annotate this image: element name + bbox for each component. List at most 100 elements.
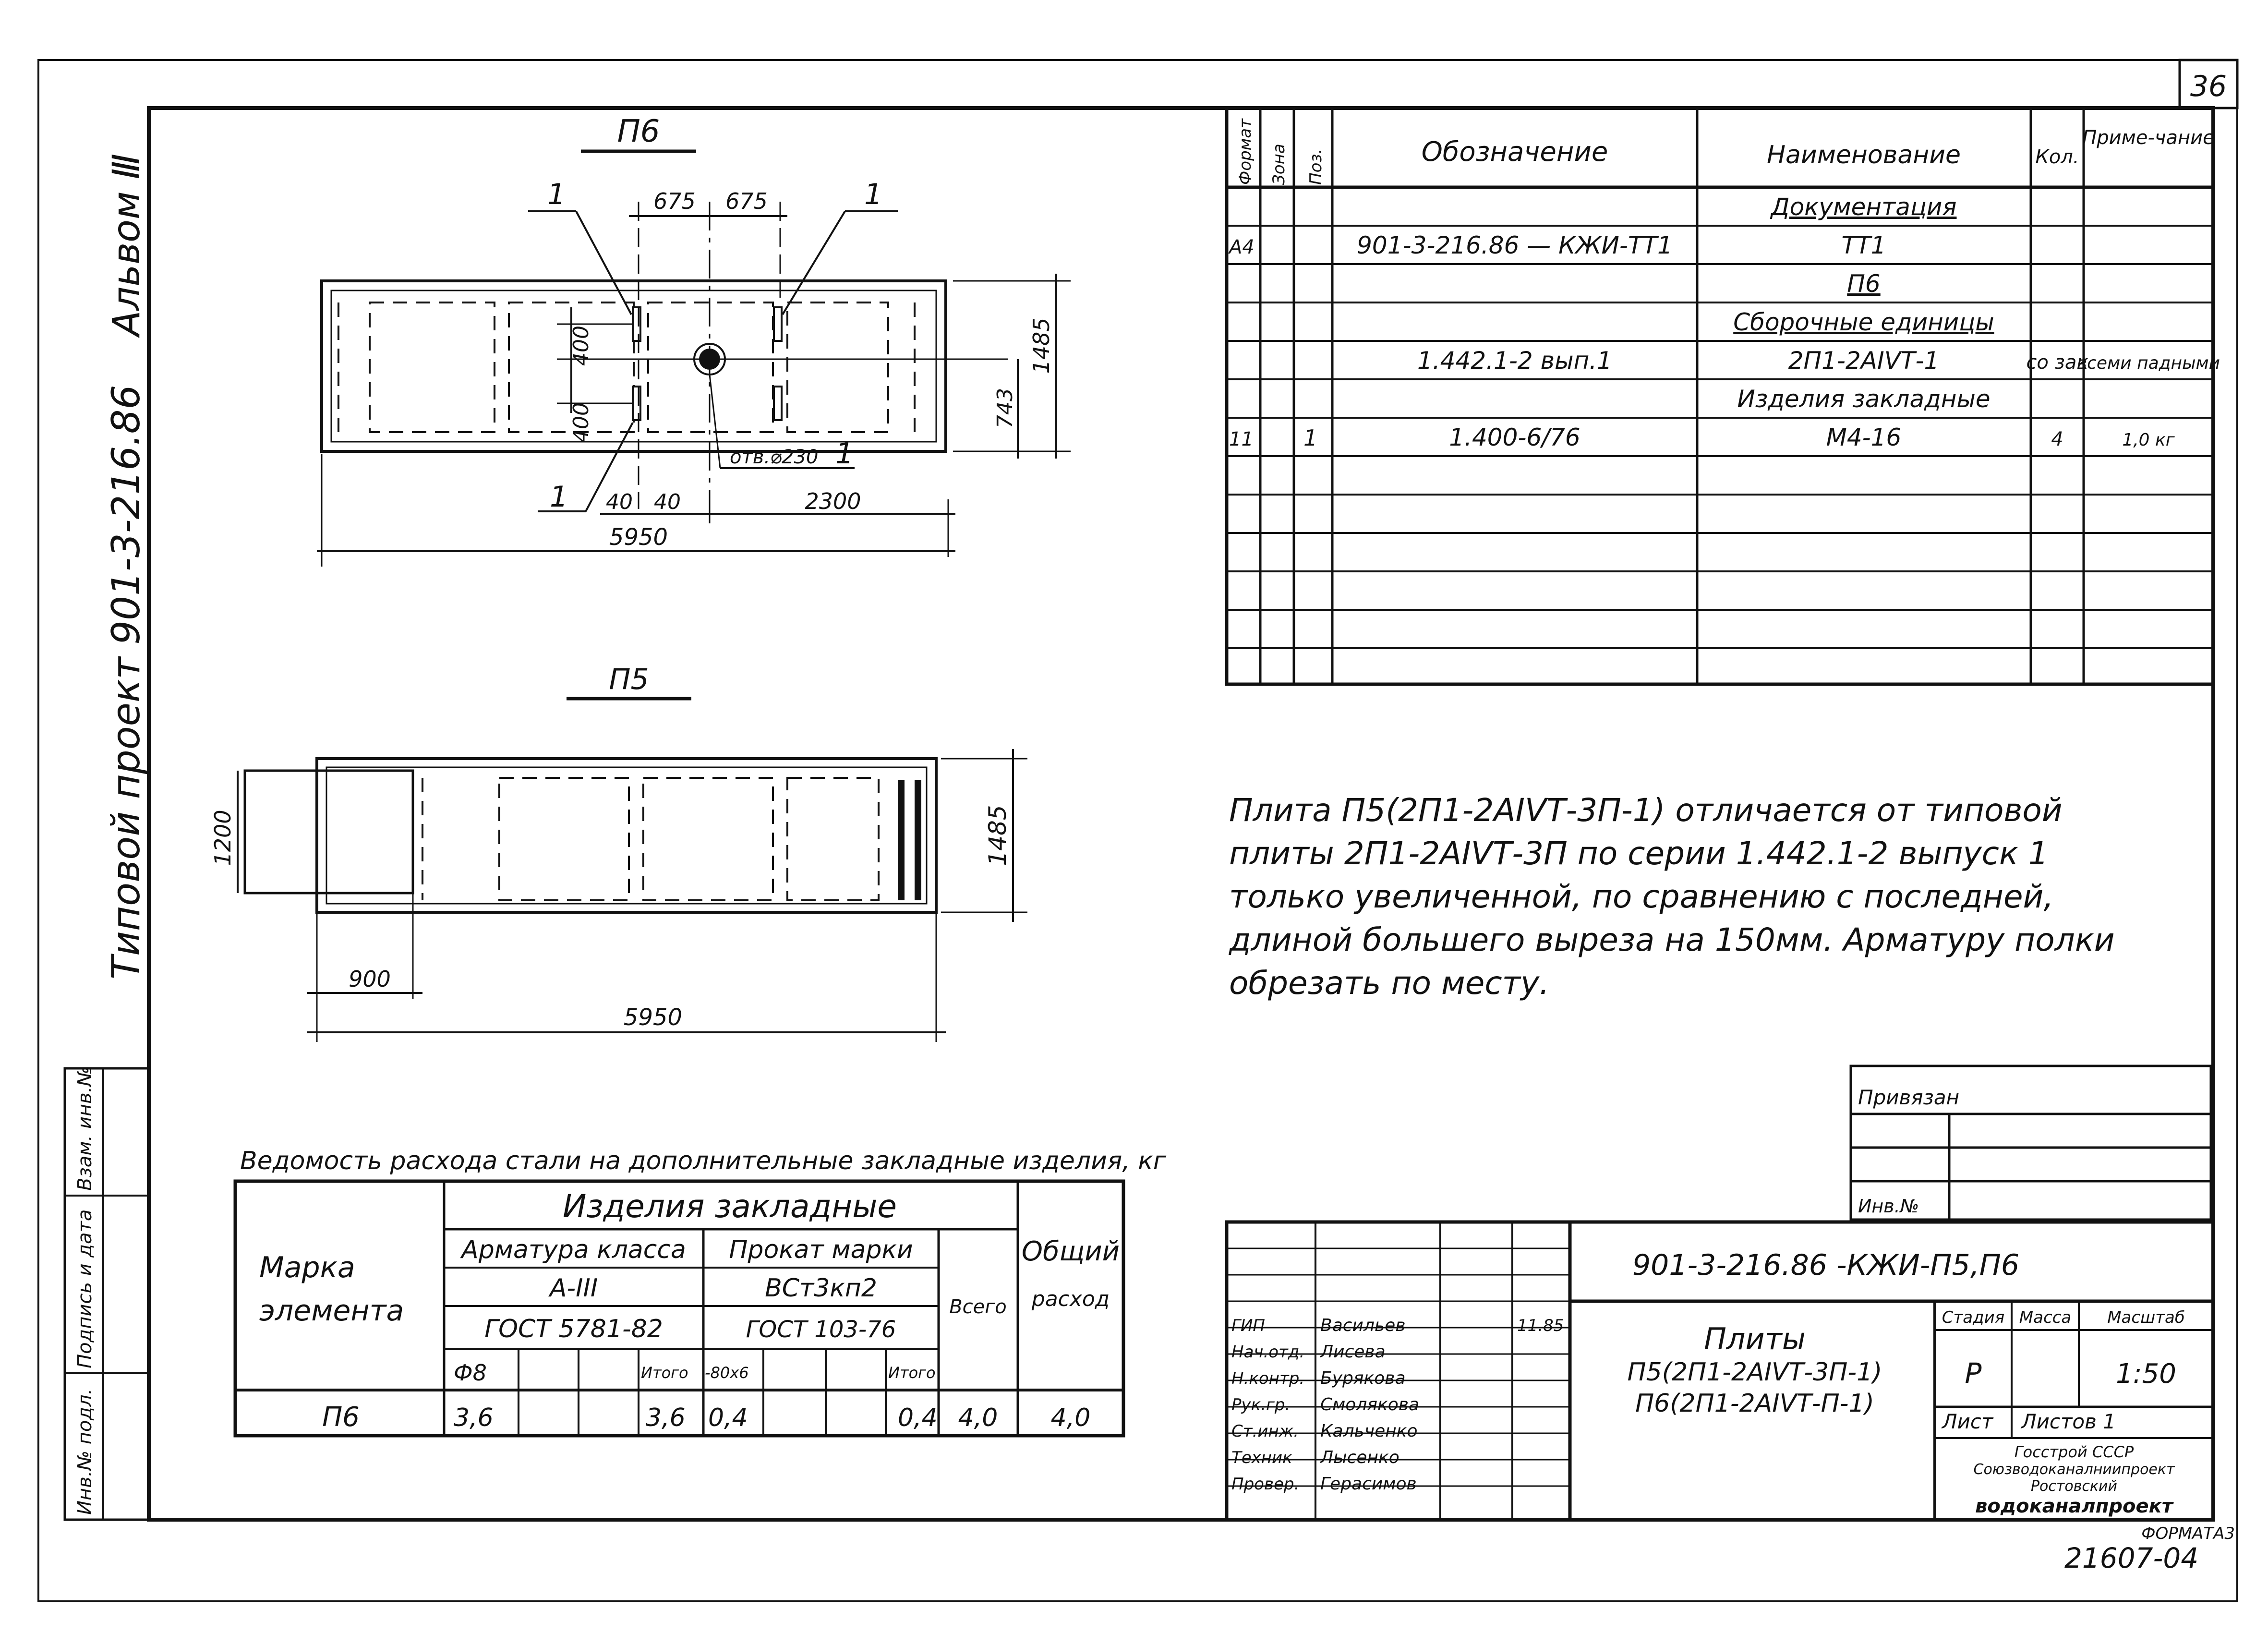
tb-scale: 1:50 xyxy=(2116,1358,2176,1390)
steel-cell: 0,4 xyxy=(898,1403,938,1432)
side-album-label: Альвом Ⅲ xyxy=(105,154,148,339)
tb-sheets-label: Листов 1 xyxy=(2020,1410,2116,1433)
steel-sub-header: Итого xyxy=(888,1364,936,1382)
steel-total-label: Всего xyxy=(949,1296,1007,1318)
note-line: плиты 2П1-2АIVТ-3П по серии 1.442.1-2 вы… xyxy=(1229,835,2049,872)
steel-rolled-title: Прокат марки xyxy=(729,1235,913,1264)
stamp-signature-date: Подпись и дата xyxy=(74,1210,96,1368)
p5-dim-left-height: 1200 xyxy=(210,810,236,866)
p6-title: П6 xyxy=(617,114,660,149)
tb-person-name: Васильев xyxy=(1320,1316,1406,1335)
steel-col-mark-2: элемента xyxy=(259,1294,404,1328)
p6-hole-label: отв.⌀230 xyxy=(730,446,819,468)
tb-org: Ростовский xyxy=(2031,1478,2117,1495)
spec-header-zone: Зона xyxy=(1269,144,1289,185)
p6-callout-1a: 1 xyxy=(547,178,566,211)
privyazan-block: Привязан Инв.№ xyxy=(1849,1064,2212,1221)
p6-callout-1d: 1 xyxy=(835,437,854,471)
sheet-frame xyxy=(37,59,2239,1602)
steel-table: Ведомость расхода стали на дополнительны… xyxy=(233,1147,1167,1438)
spec-cell-name: 2П1-2АIVТ-1 xyxy=(1788,347,1940,375)
spec-header-note: Приме-чание xyxy=(2082,127,2215,149)
tb-org: Госстрой СССР xyxy=(2015,1443,2134,1461)
spec-header-qty: Кол. xyxy=(2035,146,2079,168)
privyazan-label: Привязан xyxy=(1858,1086,1959,1109)
tb-stage-label: Стадия xyxy=(1942,1308,2004,1327)
steel-armature-class: А-III xyxy=(548,1274,598,1303)
tb-stage: Р xyxy=(1965,1357,1982,1390)
format-label: ФОРМАТА3 xyxy=(2141,1524,2235,1543)
spec-cell-designation: 901-3-216.86 — КЖИ-ТТ1 xyxy=(1357,231,1673,259)
steel-row-overall: 4,0 xyxy=(1051,1403,1091,1432)
tb-code: 901-3-216.86 -КЖИ-П5,П6 xyxy=(1632,1248,2019,1282)
spec-cell-name: Изделия закладные xyxy=(1737,385,1990,413)
spec-table: Формат Зона Поз. Обозначение Наименовани… xyxy=(1225,106,2220,686)
note-block: Плита П5(2П1-2АIVТ-3П-1) отличается от т… xyxy=(1229,792,2115,1002)
tb-person-name: Бурякова xyxy=(1320,1368,1406,1388)
tb-sheet-label: Лист xyxy=(1941,1410,1994,1433)
steel-table-title: Ведомость расхода стали на дополнительны… xyxy=(240,1147,1167,1175)
tb-person-name: Смолякова xyxy=(1320,1395,1419,1415)
tb-org: Союзводоканалниипроект xyxy=(1974,1461,2176,1478)
p6-dim-v-upper: 400 xyxy=(569,326,593,366)
stamp-vzam-inv: Взам. инв.№ xyxy=(74,1066,96,1191)
tb-person-role: Рук.гр. xyxy=(1231,1395,1290,1415)
tb-person-name: Лисева xyxy=(1319,1342,1386,1362)
spec-cell-format: 11 xyxy=(1229,428,1254,450)
spec-cell-qty: со зак xyxy=(2026,351,2088,374)
steel-overall-label-2: расход xyxy=(1031,1287,1110,1311)
tb-person-date: 11.85 xyxy=(1517,1316,1564,1335)
p6-callout-1c: 1 xyxy=(550,480,568,514)
p6-dim-right-inner: 743 xyxy=(993,388,1017,428)
steel-sub-header: -80х6 xyxy=(705,1364,749,1382)
p6-dim-top-right: 675 xyxy=(725,188,768,214)
steel-cell: 0,4 xyxy=(708,1403,748,1432)
p5-dim-cut-length: 900 xyxy=(349,966,391,992)
steel-group-title: Изделия закладные xyxy=(563,1188,897,1225)
side-project-label: Типовой проект 901-3-216.86 xyxy=(104,385,148,980)
steel-rolled-gost: ГОСТ 103-76 xyxy=(746,1316,896,1343)
p6-dim-bottom-right: 2300 xyxy=(805,488,861,514)
spec-cell-qty: 4 xyxy=(2051,428,2063,450)
steel-cell: 3,6 xyxy=(454,1403,494,1432)
spec-header-name: Наименование xyxy=(1767,141,1961,169)
spec-cell-designation: 1.442.1-2 вып.1 xyxy=(1417,347,1612,375)
tb-person-name: Герасимов xyxy=(1320,1474,1417,1494)
tb-person-role: Провер. xyxy=(1231,1475,1299,1494)
p6-dim-right-height: 1485 xyxy=(1028,317,1054,374)
spec-cell-name: ТТ1 xyxy=(1842,231,1886,259)
note-line: только увеличенной, по сравнению с после… xyxy=(1229,878,2053,915)
p6-callout-1b: 1 xyxy=(864,178,882,211)
spec-cell-note: всеми падными xyxy=(2077,353,2220,373)
spec-header-pos: Поз. xyxy=(1306,149,1326,185)
tb-mass-label: Масса xyxy=(2019,1308,2071,1327)
steel-armature-title: Арматура класса xyxy=(460,1235,686,1264)
p6-dim-overall: 5950 xyxy=(609,524,668,551)
tb-person-role: Н.контр. xyxy=(1231,1369,1304,1388)
steel-row-mark: П6 xyxy=(322,1402,360,1433)
tb-person-name: Лысенко xyxy=(1319,1448,1399,1467)
spec-cell-pos: 1 xyxy=(1303,425,1317,451)
spec-cell-note: 1,0 кг xyxy=(2122,430,2175,450)
tb-person-name: Кальченко xyxy=(1320,1421,1418,1441)
inv-label: Инв.№ xyxy=(1858,1196,1919,1217)
p6-dim-v-lower: 400 xyxy=(569,402,593,443)
spec-cell-name: Сборочные единицы xyxy=(1733,308,1994,336)
tb-org: водоканалпроект xyxy=(1975,1495,2174,1517)
steel-armature-gost: ГОСТ 5781-82 xyxy=(484,1315,663,1343)
steel-row-total: 4,0 xyxy=(958,1403,998,1432)
left-stamp: Инв.№ подл. Подпись и дата Взам. инв.№ xyxy=(63,1066,150,1521)
tb-scale-label: Масштаб xyxy=(2107,1308,2185,1327)
bottom-number: 21607-04 xyxy=(2064,1542,2198,1574)
spec-cell-name: П6 xyxy=(1847,270,1880,298)
note-line: длиной большего выреза на 150мм. Арматур… xyxy=(1229,921,2115,958)
spec-header-format: Формат xyxy=(1236,118,1255,185)
steel-overall-label: Общий xyxy=(1022,1236,1120,1267)
stamp-inv-podl: Инв.№ подл. xyxy=(74,1389,96,1515)
tb-person-role: Нач.отд. xyxy=(1231,1343,1304,1362)
p6-dim-bottom-mid: 40 xyxy=(654,490,681,514)
p5-dim-right-height: 1485 xyxy=(984,805,1012,866)
p6-dim-top-left: 675 xyxy=(653,188,696,214)
